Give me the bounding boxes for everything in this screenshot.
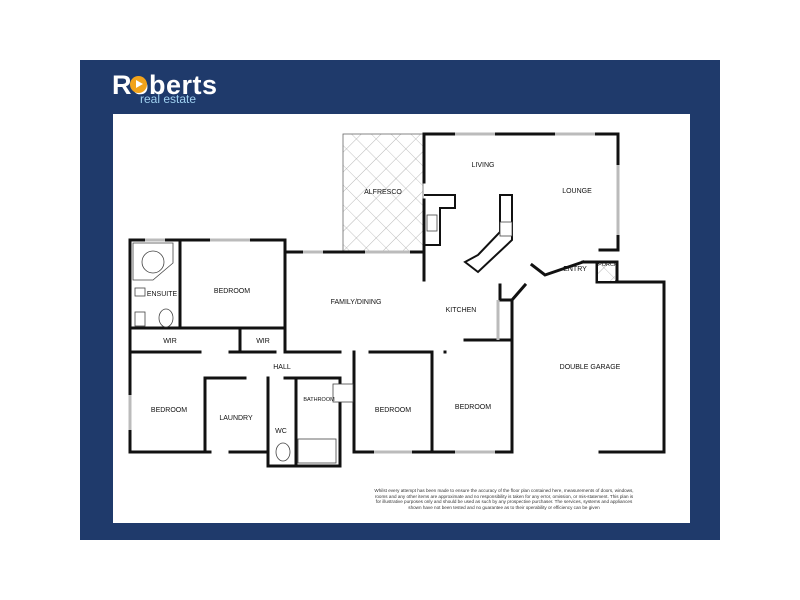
label-wc: WC [275, 428, 287, 435]
logo-tagline: real estate [140, 92, 197, 106]
label-entry: ENTRY [563, 266, 587, 273]
label-hall: HALL [273, 364, 291, 371]
label-alfresco: ALFRESCO [364, 189, 402, 196]
label-wir-left: WIR [163, 338, 177, 345]
label-laundry: LAUNDRY [219, 415, 253, 422]
logo-wordmark: Roberts [112, 70, 218, 100]
label-double-garage: DOUBLE GARAGE [560, 364, 621, 371]
label-bedroom-center: BEDROOM [375, 407, 411, 414]
roberts-logo: Roberts real estate [112, 70, 242, 110]
label-porch: PORCH [598, 262, 618, 268]
label-ensuite: ENSUITE [147, 291, 178, 298]
label-wir-right: WIR [256, 338, 270, 345]
label-lounge: LOUNGE [562, 188, 592, 195]
play-icon [130, 76, 147, 93]
floor-plan: ALFRESCO LIVING LOUNGE ENTRY PORCH ENSUI… [128, 132, 666, 468]
label-family-dining: FAMILY/DINING [331, 299, 382, 306]
floor-plan-panel: ALFRESCO LIVING LOUNGE ENTRY PORCH ENSUI… [113, 114, 690, 523]
label-living: LIVING [472, 162, 495, 169]
walls [128, 132, 666, 468]
windows [128, 132, 620, 454]
label-kitchen: KITCHEN [446, 307, 477, 314]
porch-tiles [598, 264, 615, 281]
label-bedroom-right: BEDROOM [455, 404, 491, 411]
fixtures [132, 214, 513, 464]
label-bedroom-master: BEDROOM [214, 288, 250, 295]
disclaimer-text: Whilst every attempt has been made to en… [374, 488, 634, 510]
label-bathroom: BATHROOM [303, 397, 335, 403]
label-bedroom-left: BEDROOM [151, 407, 187, 414]
